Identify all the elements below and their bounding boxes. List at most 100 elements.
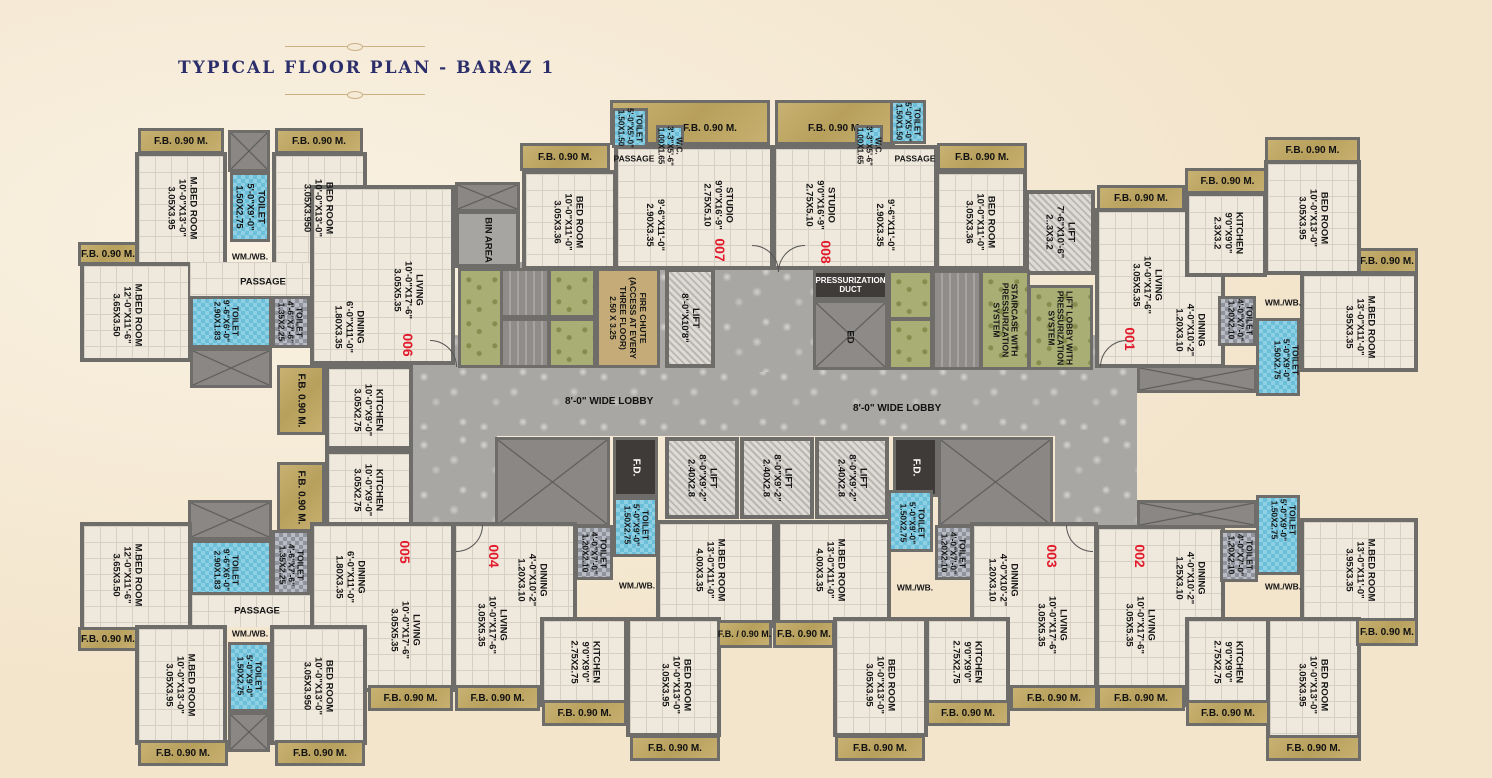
flower-bed: F.B. 0.90 M.: [1010, 685, 1098, 711]
landscape: [888, 270, 933, 320]
flower-bed: F.B. 0.90 M.: [1356, 248, 1418, 274]
label-studio-part-007: 9'-6"X11'-0"2.90X3.35: [644, 198, 666, 252]
living-002: [1095, 525, 1225, 690]
flower-bed: F.B. / 0.90 M.: [717, 620, 772, 648]
lobby-lower-right: [1055, 430, 1137, 525]
unit-number-006: 006: [400, 333, 416, 357]
toilet-004: [613, 497, 658, 557]
toilet-005-mid: [190, 540, 272, 595]
bed-room-002: [1266, 617, 1361, 739]
toilet-003: [888, 490, 933, 552]
unit-number-007: 007: [712, 238, 728, 262]
m-bed-room-006a: [135, 152, 227, 267]
fire-duct-right: F.D.: [893, 437, 938, 497]
label-studio-part-008: 9'-6"X11'-0"2.90X3.35: [874, 198, 896, 252]
bin-shaft: [455, 182, 520, 212]
flower-bed: F.B. 0.90 M.: [1097, 185, 1185, 211]
studio-008: [772, 145, 938, 270]
lobby-lower: [412, 430, 497, 525]
toilet-005-small: [272, 530, 310, 595]
label-wmwb: WM./WB.: [231, 251, 269, 262]
landscape: [548, 318, 596, 368]
toilet-001-small: [1218, 296, 1256, 346]
ed-shaft: [813, 300, 888, 370]
lift-top-right: [1025, 190, 1095, 275]
flower-bed: F.B. 0.90 M.: [1185, 168, 1270, 194]
unit-number-005: 005: [397, 540, 413, 564]
lift-top-left: [665, 268, 715, 368]
flower-bed: F.B. 0.90 M.: [275, 740, 365, 766]
toilet-008: [890, 100, 926, 144]
toilet-001: [1256, 318, 1300, 396]
flower-bed: F.B. 0.90 M.: [78, 627, 138, 651]
label-passage-005: PASSAGE: [234, 605, 280, 617]
lobby-center-upper: [715, 262, 810, 372]
toilet-004-small: [575, 525, 613, 580]
m-bed-room-006b: [80, 262, 192, 362]
kitchen-003: [925, 617, 1010, 707]
bin-area: [455, 210, 520, 268]
label-passage-007: PASSAGE: [613, 153, 655, 164]
passage-006: [190, 262, 325, 298]
label-ed: ED: [844, 330, 856, 344]
flower-bed: F.B. 0.90 M.: [542, 700, 627, 726]
label-wmwb-005: WM./WB.: [231, 628, 269, 639]
label-wmwb-004: WM./WB.: [618, 580, 656, 591]
flower-bed: F.B. 0.90 M.: [775, 100, 895, 145]
page-title: TYPICAL FLOOR PLAN - BARAZ 1: [178, 58, 556, 78]
staircase-pressurization: [980, 270, 1030, 370]
shaft: [188, 500, 272, 540]
label-wmwb-002: WM./WB.: [1264, 581, 1302, 592]
flower-bed: F.B. 0.90 M.: [630, 735, 720, 761]
landscape: [458, 268, 503, 368]
shaft-right: [938, 437, 1053, 527]
flower-bed-vertical: F.B. 0.90 M.: [277, 365, 325, 435]
label-wc-008: W.C.3'-3"X5'-6"1.00X1.65: [855, 126, 883, 166]
flower-bed: F.B. 0.90 M.: [1186, 700, 1270, 726]
toilet-007: [612, 108, 648, 148]
unit-number-002: 002: [1132, 544, 1148, 568]
m-bed-room-003: [776, 520, 891, 628]
shaft: [1137, 365, 1257, 393]
kitchen-005: [325, 450, 413, 535]
kitchen-006: [325, 365, 413, 450]
kitchen-002: [1185, 617, 1270, 707]
shaft: [1137, 500, 1257, 528]
landscape: [548, 268, 596, 318]
unit-number-008: 008: [818, 240, 834, 264]
